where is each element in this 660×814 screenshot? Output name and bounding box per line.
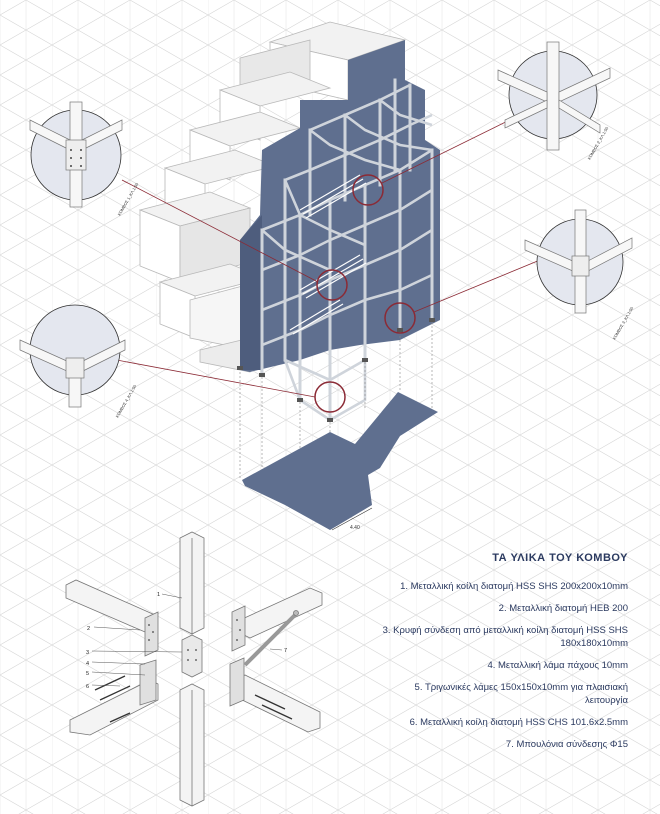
materials-legend: ΤΑ ΥΛΙΚΑ ΤΟΥ ΚΟΜΒΟΥ 1. Μεταλλική κοίλη δ… [380, 552, 628, 760]
callout-5: 5 [86, 671, 89, 677]
legend-item-5: 5. Τριγωνικές λάμες 150x150x10mm για πλα… [414, 682, 628, 706]
party-wall-shade [240, 215, 262, 370]
hidden-connector [181, 634, 203, 678]
building-axonometric: 4.40 [105, 21, 541, 531]
node-circle-mid [316, 269, 348, 301]
column-bases [237, 318, 435, 422]
callout-7: 7 [284, 648, 287, 654]
building-footprint [242, 392, 438, 530]
beam-left-lower [69, 679, 159, 736]
bolt-marks [148, 619, 241, 661]
party-wall [240, 40, 440, 372]
projection-lines [239, 322, 433, 480]
chs-tube [243, 613, 297, 667]
callout-4: 4 [86, 661, 89, 667]
white-massing [138, 21, 407, 373]
callout-6: 6 [86, 684, 89, 690]
callout-2: 2 [87, 626, 90, 632]
callout-1: 1 [157, 592, 160, 598]
legend-item-7: 7. Μπουλόνια σύνδεσης Φ15 [505, 739, 628, 750]
exploded-joint [65, 531, 323, 807]
node-circle-right [384, 302, 416, 334]
legend-title: ΤΑ ΥΛΙΚΑ ΤΟΥ ΚΟΜΒΟΥ [492, 552, 628, 564]
legend-item-6: 6. Μεταλλική κοίλη διατομή HSS CHS 101.6… [409, 717, 628, 728]
leader-lines [105, 109, 541, 398]
dimension-text: 4.40 [350, 525, 360, 531]
node-highlights [314, 174, 416, 413]
node-circle-top [352, 174, 384, 206]
steel-frame-beams [261, 83, 433, 422]
steel-frame [260, 78, 434, 422]
slot-marks [94, 675, 293, 723]
detail-node-1: ΚΟΜΒΟΣ 1_ΚΛ.1:50 [29, 101, 140, 217]
legend-item-1: 1. Μεταλλική κοίλη διατομή HSS SHS 200x2… [400, 581, 628, 592]
dimension-line [331, 507, 373, 531]
legend-item-3: 3. Κρυφή σύνδεση από μεταλλική κοίλη δια… [382, 625, 628, 649]
callouts [91, 593, 283, 687]
callout-3: 3 [86, 650, 89, 656]
detail-node-3: ΚΟΜΒΟΣ 3_ΚΛ.1:50 [524, 209, 635, 341]
detail-node-4: ΚΟΜΒΟΣ 4_ΚΛ.1:50 [19, 304, 138, 419]
legend-item-2: 2. Μεταλλική διατομή HEB 200 [498, 603, 628, 614]
stairs [289, 174, 367, 335]
legend-item-4: 4. Μεταλλική λάμα πάχους 10mm [487, 660, 628, 671]
